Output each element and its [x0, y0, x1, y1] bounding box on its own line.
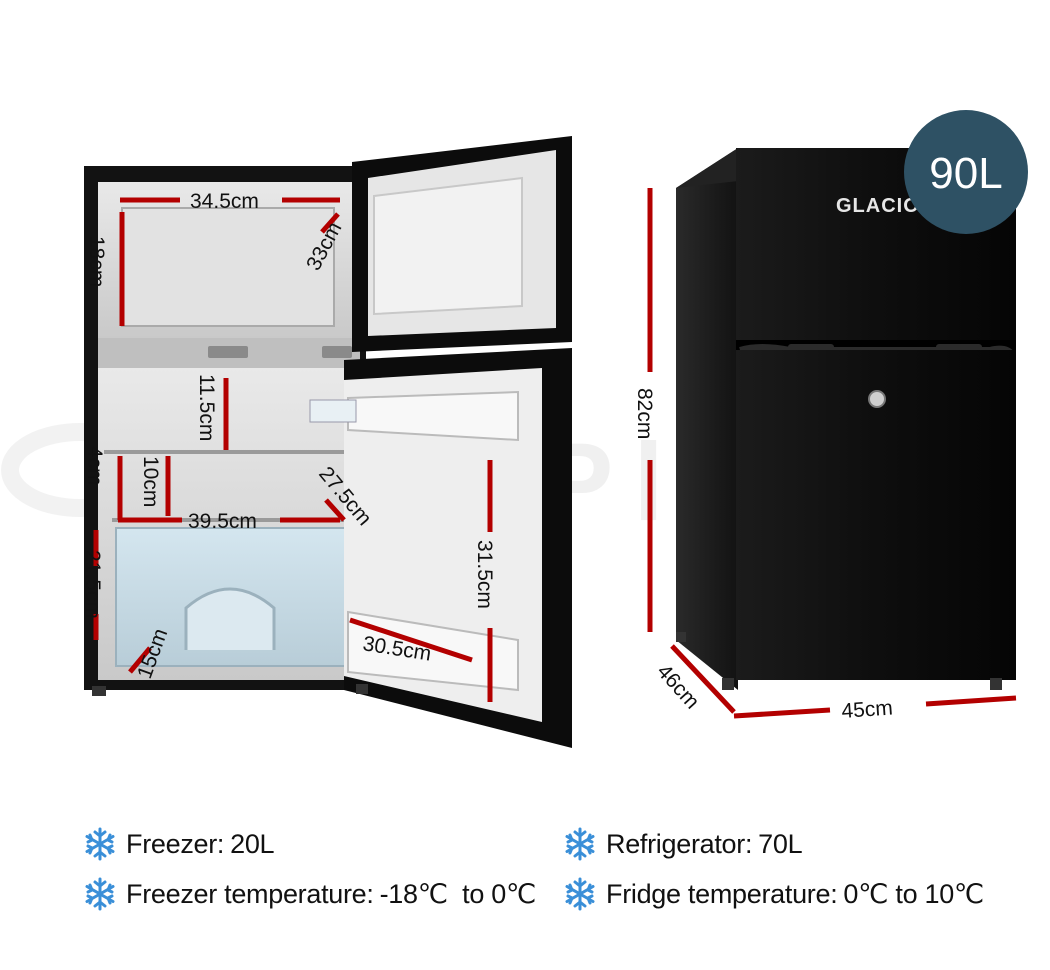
snowflake-icon: [565, 827, 595, 861]
spec-value: -18℃ to 0℃: [379, 878, 537, 909]
dim-line-total-width-right: [925, 695, 1017, 707]
dim-label-total-width: 45cm: [841, 696, 894, 723]
foot-back-left: [676, 632, 686, 642]
dim-label-door-height: 31.5cm: [473, 540, 496, 609]
spec-label: Freezer temperature:: [126, 878, 374, 909]
spec-fridge-temperature: Fridge temperature: 0℃ to 10℃: [562, 874, 984, 914]
dim-line-total-width-left: [733, 707, 831, 719]
spec-refrigerator-capacity: Refrigerator: 70L: [562, 824, 803, 864]
freezer-door-panel: [373, 176, 523, 316]
dim-label-shelf-gap-top: 11.5cm: [195, 374, 218, 441]
snowflake-icon: [85, 827, 115, 861]
foot-front-left: [722, 678, 734, 690]
door-foot: [356, 684, 368, 694]
dim-label-freezer-width: 34.5cm: [190, 190, 259, 213]
lock-icon: [868, 390, 886, 408]
dim-line-fridge-depth: [324, 498, 346, 522]
door-egg-tray: [309, 399, 357, 423]
door-gap: [736, 340, 1016, 350]
dim-line-crisper-depth: [128, 646, 152, 674]
spec-value: 0℃ to 10℃: [843, 878, 984, 909]
spec-freezer-capacity: Freezer: 20L: [82, 824, 275, 864]
spec-label: Freezer:: [126, 828, 225, 859]
open-fridge: 34.5cm 33cm 18cm 11.5cm 10cm 4cm 39.5cm …: [81, 136, 572, 748]
closed-fridge: GLACIO 90L 82cm 46cm 45cm: [633, 110, 1028, 723]
freezer-tray: [121, 207, 335, 327]
dim-label-total-height: 82cm: [633, 388, 656, 439]
capacity-badge: [904, 110, 1028, 234]
capacity-badge-text: 90L: [929, 149, 1002, 198]
snowflake-icon: [85, 877, 115, 911]
spec-freezer-temperature: Freezer temperature: -18℃ to 0℃: [82, 874, 536, 914]
spec-label: Refrigerator:: [606, 828, 753, 859]
foot-front-right: [990, 678, 1002, 690]
dim-label-freezer-height: 18cm: [85, 236, 108, 287]
snowflake-icon: [565, 877, 595, 911]
dim-line-door-width: [349, 617, 473, 663]
cabinet-foot-left: [92, 686, 106, 696]
spec-value: 20L: [230, 828, 275, 859]
latch-left: [208, 346, 248, 358]
dim-label-side-gap: 4cm: [83, 446, 106, 486]
spec-value: 70L: [758, 828, 803, 859]
product-illustration: Plaza: [1, 110, 1028, 748]
latch-right: [322, 346, 352, 358]
fridge-side-panel: [676, 148, 738, 690]
crisper-handle: [184, 587, 276, 650]
dim-line-freezer-depth: [320, 212, 340, 234]
spec-label: Fridge temperature:: [606, 878, 838, 909]
brand-logo: GLACIO: [836, 195, 920, 217]
dim-label-crisper-height: 21.5cm: [81, 550, 104, 619]
dim-line-total-depth: [670, 644, 736, 714]
dim-label-shelf-gap-mid: 10cm: [139, 456, 162, 507]
dim-label-fridge-width: 39.5cm: [188, 510, 257, 533]
